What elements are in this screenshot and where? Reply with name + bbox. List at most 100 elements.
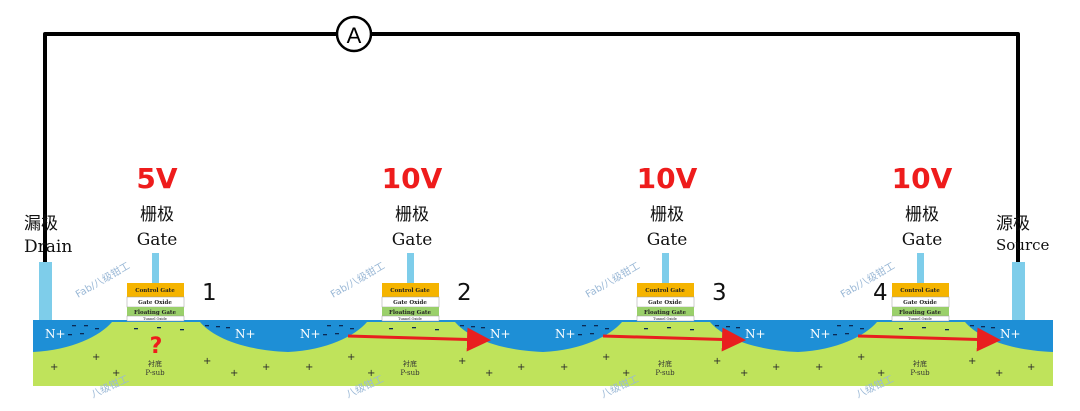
gate-label-cn: 栅极 [650,205,684,225]
electron-mark [833,334,837,336]
control-gate [892,283,949,297]
n-plus-left-label: N+ [300,327,321,341]
substrate-label-cn: 衬底 [913,359,927,368]
electron-mark [578,334,582,336]
tunnel-oxide-label: Tunnel Oxide [398,317,422,321]
drain-label-cn: 漏极 [24,214,58,234]
control-gate [382,283,439,297]
electron-mark [590,333,594,335]
watermark: Fab/八级钳工 [328,259,387,301]
electron-mark [594,325,598,327]
electron-mark [899,328,903,330]
control-gate-label: Control Gate [390,288,430,294]
electron-mark [339,325,343,327]
electron-mark [471,326,475,328]
substrate-label-en: P-sub [655,369,675,377]
electron-mark [667,327,671,329]
control-gate-label: Control Gate [900,288,940,294]
electron-mark [95,328,99,330]
gate-oxide-label: Gate Oxide [138,300,172,306]
hole-mark: + [203,356,211,367]
floating-gate [637,307,694,316]
n-plus-left-label: N+ [555,327,576,341]
hole-mark: + [458,356,466,367]
gate-voltage: 10V [382,162,443,195]
tunnel-oxide-label: Tunnel Oxide [653,317,677,321]
electron-mark [726,326,730,328]
drain-contact [39,262,52,320]
floating-gate [892,307,949,316]
electron-mark [350,328,354,330]
unknown-channel-marker: ? [150,334,163,359]
control-gate-label: Control Gate [645,288,685,294]
floating-gate-label: Floating Gate [389,310,431,316]
tunnel-oxide-label: Tunnel Oxide [908,317,932,321]
gate-contact [152,253,159,283]
electron-mark [80,333,84,335]
floating-gate [382,307,439,316]
hole-mark: + [112,368,120,379]
hole-mark: + [857,352,865,363]
gate-label-en: Gate [392,230,433,250]
hole-mark: + [740,368,748,379]
circuit-wire [43,32,1020,262]
hole-mark: + [92,352,100,363]
electron-mark [715,325,719,327]
electron-mark [981,326,985,328]
electron-mark [736,327,740,329]
substrate-label-cn: 衬底 [403,359,417,368]
n-plus-right-label: N+ [490,327,511,341]
electron-mark [481,327,485,329]
electron-mark [72,325,76,327]
electron-mark [845,333,849,335]
watermark: Fab/八级钳工 [73,259,132,301]
ammeter-symbol: A [347,23,362,48]
substrate-label-en: P-sub [145,369,165,377]
ammeter-circle [335,15,373,53]
substrate-label-en: P-sub [910,369,930,377]
tunnel-oxide-label: Tunnel Oxide [143,317,167,321]
electron-mark [226,327,230,329]
source-contact [1012,262,1025,320]
electron-mark [180,329,184,331]
substrate-label-cn: 衬底 [658,359,672,368]
electron-flow-arrow [602,327,746,352]
n-plus-left-label: N+ [810,327,831,341]
electron-mark [582,325,586,327]
gate-label-cn: 栅极 [140,205,174,225]
electron-mark [644,328,648,330]
hole-mark: + [50,362,58,373]
control-gate [637,283,694,297]
drain-label-en: Drain [24,237,72,257]
electron-mark [134,328,138,330]
tunnel-oxide [636,315,695,322]
gate-voltage: 10V [637,162,698,195]
source-label-cn: 源极 [996,214,1030,234]
cell-number: 4 [873,280,888,306]
floating-gate [127,307,184,316]
gate-contact [917,253,924,283]
tunnel-oxide [381,315,440,322]
hole-mark: + [968,356,976,367]
cell-number: 2 [457,280,472,306]
electron-mark [157,327,161,329]
hole-mark: + [485,368,493,379]
electron-mark [922,327,926,329]
floating-gate-label: Floating Gate [134,310,176,316]
cell-number: 3 [712,280,727,306]
electron-mark [435,329,439,331]
n-plus-right-label: N+ [235,327,256,341]
control-gate-label: Control Gate [135,288,175,294]
electron-mark [690,329,694,331]
hole-mark: + [1027,362,1035,373]
watermark: Fab/八级钳工 [838,259,897,301]
electron-mark [991,327,995,329]
gate-label-en: Gate [902,230,943,250]
electron-mark [323,334,327,336]
electron-flow-arrow [857,327,1001,352]
